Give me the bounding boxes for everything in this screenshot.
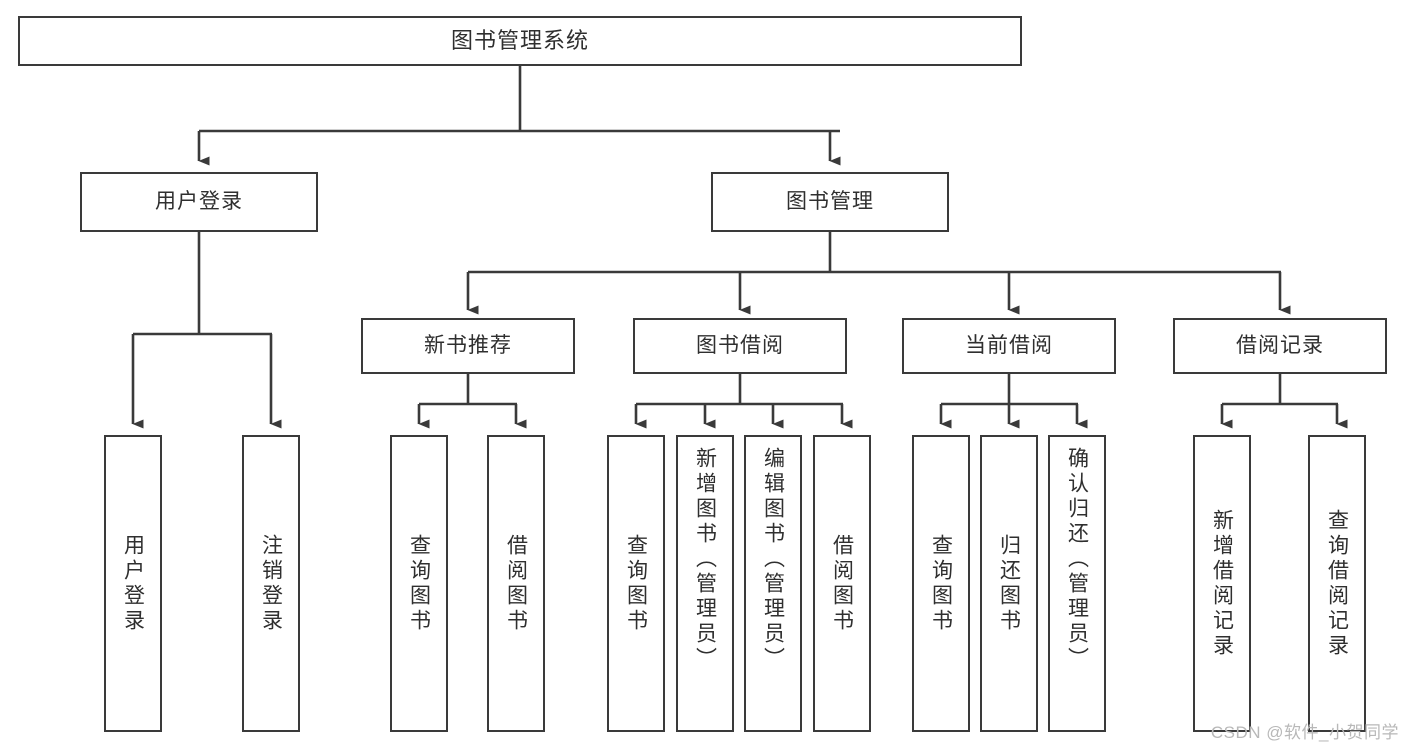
- node-leaf-borrow-book-1[interactable]: 借阅图书: [487, 435, 545, 732]
- node-leaf-query-borrow-record[interactable]: 查询借阅记录: [1308, 435, 1366, 732]
- node-borrow-record-label: 借阅记录: [1236, 333, 1324, 357]
- node-leaf-user-login-label: 用户登录: [121, 533, 145, 634]
- csdn-watermark: CSDN @软件_小贺同学: [1210, 723, 1399, 742]
- node-book-borrow-label: 图书借阅: [696, 333, 784, 357]
- node-new-book-recommend-label: 新书推荐: [424, 333, 512, 357]
- node-leaf-confirm-return-label: 确认归还（管理员）: [1065, 447, 1089, 672]
- node-new-book-recommend[interactable]: 新书推荐: [361, 318, 575, 374]
- node-leaf-query-book-1-label: 查询图书: [407, 533, 431, 634]
- node-leaf-query-book-3-label: 查询图书: [929, 533, 953, 634]
- node-leaf-logout-login[interactable]: 注销登录: [242, 435, 300, 732]
- node-leaf-add-borrow-record[interactable]: 新增借阅记录: [1193, 435, 1251, 732]
- node-leaf-query-book-1[interactable]: 查询图书: [390, 435, 448, 732]
- node-leaf-add-book[interactable]: 新增图书（管理员）: [676, 435, 734, 732]
- node-leaf-return-book[interactable]: 归还图书: [980, 435, 1038, 732]
- node-leaf-query-book-2-label: 查询图书: [624, 533, 648, 634]
- node-leaf-borrow-book-1-label: 借阅图书: [504, 533, 528, 634]
- node-book-management[interactable]: 图书管理: [711, 172, 949, 232]
- node-leaf-return-book-label: 归还图书: [997, 533, 1021, 634]
- node-leaf-logout-login-label: 注销登录: [259, 533, 283, 634]
- node-leaf-query-borrow-record-label: 查询借阅记录: [1325, 508, 1349, 659]
- node-leaf-query-book-3[interactable]: 查询图书: [912, 435, 970, 732]
- node-leaf-edit-book[interactable]: 编辑图书（管理员）: [744, 435, 802, 732]
- node-borrow-record[interactable]: 借阅记录: [1173, 318, 1387, 374]
- node-leaf-add-book-label: 新增图书（管理员）: [693, 447, 717, 672]
- node-leaf-edit-book-label: 编辑图书（管理员）: [761, 447, 785, 672]
- node-leaf-confirm-return[interactable]: 确认归还（管理员）: [1048, 435, 1106, 732]
- node-leaf-borrow-book-2-label: 借阅图书: [830, 533, 854, 634]
- node-current-borrow-label: 当前借阅: [965, 333, 1053, 357]
- node-current-borrow[interactable]: 当前借阅: [902, 318, 1116, 374]
- node-user-login[interactable]: 用户登录: [80, 172, 318, 232]
- node-book-management-label: 图书管理: [786, 189, 874, 213]
- node-leaf-user-login[interactable]: 用户登录: [104, 435, 162, 732]
- node-book-borrow[interactable]: 图书借阅: [633, 318, 847, 374]
- node-leaf-query-book-2[interactable]: 查询图书: [607, 435, 665, 732]
- node-leaf-borrow-book-2[interactable]: 借阅图书: [813, 435, 871, 732]
- node-leaf-add-borrow-record-label: 新增借阅记录: [1210, 508, 1234, 659]
- node-root-system[interactable]: 图书管理系统: [18, 16, 1022, 66]
- node-root-system-label: 图书管理系统: [450, 28, 589, 54]
- node-user-login-label: 用户登录: [155, 189, 243, 213]
